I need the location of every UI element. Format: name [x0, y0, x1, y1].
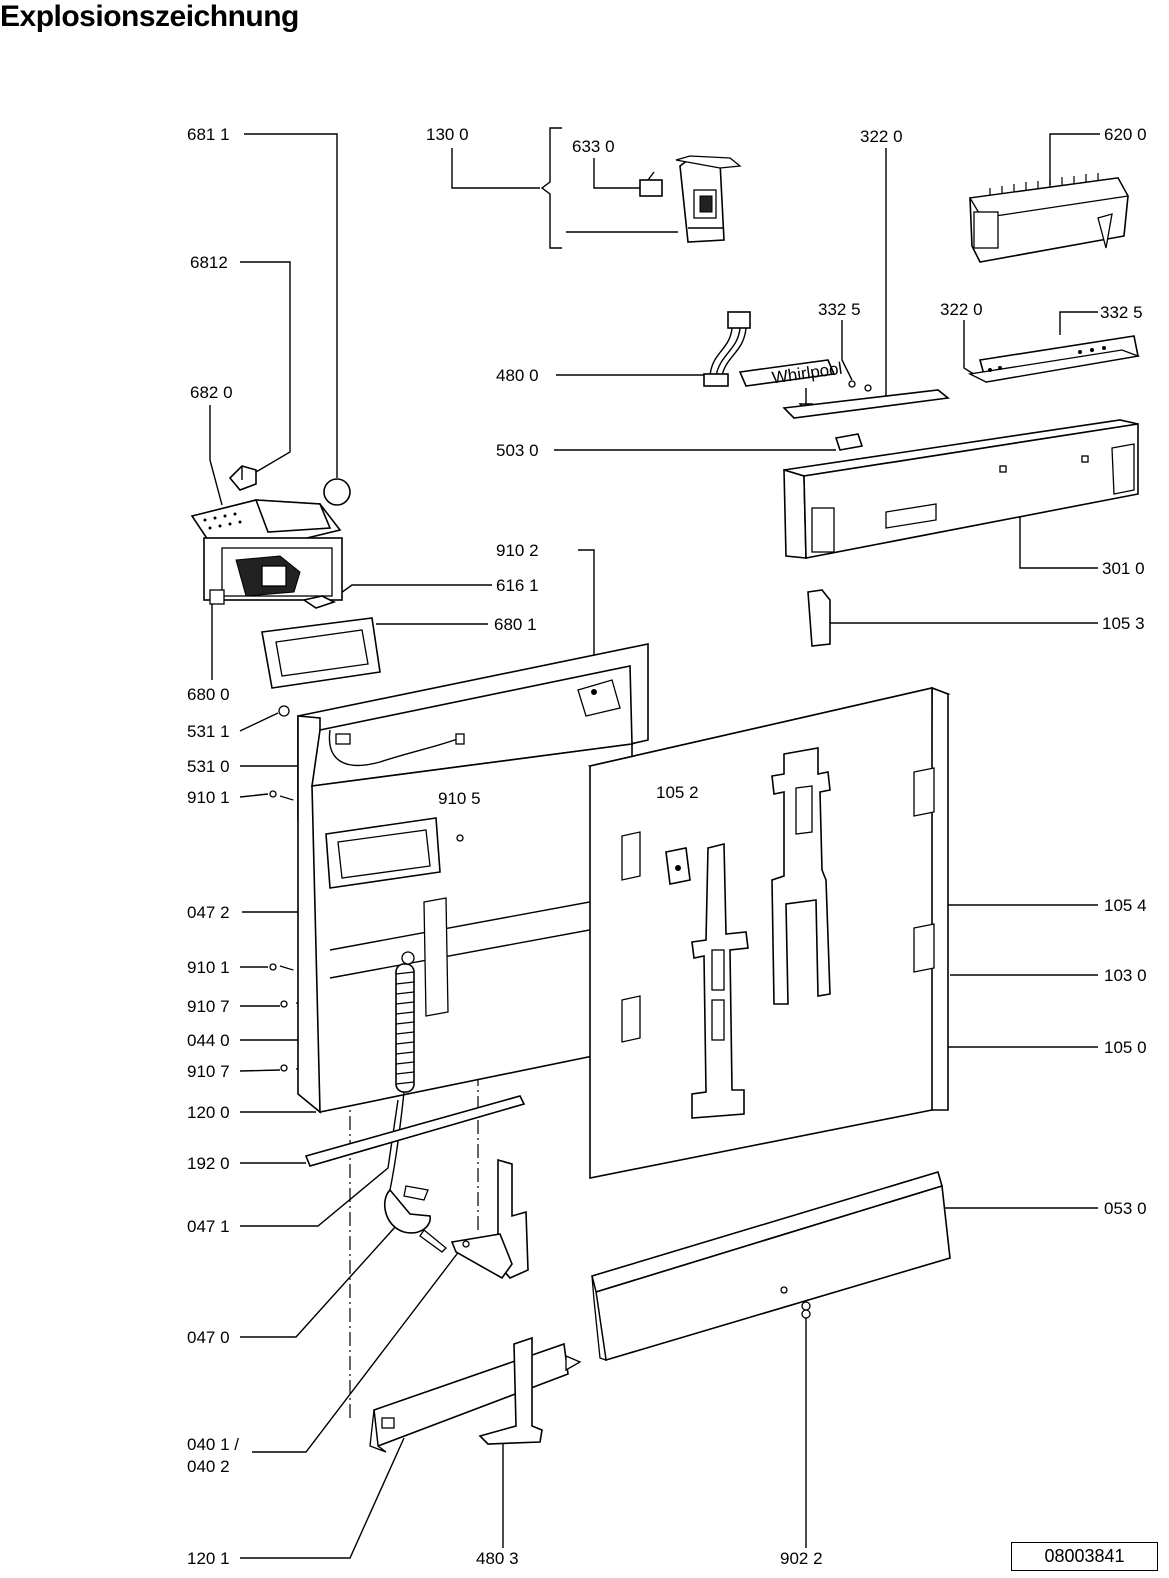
callout-910-7-b: 910 7: [187, 1062, 230, 1081]
knob-part: [323, 478, 351, 506]
detergent-dispenser: [190, 499, 343, 605]
callout-680-1: 680 1: [494, 615, 537, 634]
callout-322-0-top: 322 0: [860, 127, 903, 146]
cable-channel: [478, 1336, 543, 1445]
callout-910-2: 910 2: [496, 541, 539, 560]
bracket-503: [834, 433, 864, 451]
callout-047-1: 047 1: [187, 1217, 230, 1236]
page-title: Explosionszeichnung: [0, 0, 299, 33]
parts: Whirlpool: [190, 155, 1141, 1453]
callout-047-2: 047 2: [187, 903, 230, 922]
callout-503-0: 503 0: [496, 441, 539, 460]
control-panel: [783, 419, 1139, 559]
callout-620-0: 620 0: [1104, 125, 1147, 144]
callout-105-4: 105 4: [1104, 896, 1147, 915]
callout-680-0: 680 0: [187, 685, 230, 704]
callout-labels: 681 1 6812 682 0 680 0 130 0 633 0 322 0…: [187, 125, 1147, 1568]
callout-531-1: 531 1: [187, 722, 230, 741]
callout-192-0: 192 0: [187, 1154, 230, 1173]
callout-480-3: 480 3: [476, 1549, 519, 1568]
kick-plate: [591, 1171, 951, 1362]
rail-part: [304, 1095, 526, 1167]
callout-332-5: 332 5: [818, 300, 861, 319]
callout-6812: 6812: [190, 253, 228, 272]
latch-part: [301, 595, 337, 609]
decor-plate: [782, 389, 950, 419]
document-number: 08003841: [1011, 1542, 1158, 1571]
clip-part: [228, 465, 257, 491]
callout-103-0: 103 0: [1104, 966, 1147, 985]
hinge-arm: [450, 1158, 529, 1280]
wire-harness: [703, 311, 751, 387]
hinge-bracket: [807, 589, 831, 647]
callout-044-0: 044 0: [187, 1031, 230, 1050]
pulley-part: [383, 1185, 447, 1253]
callout-910-5: 910 5: [438, 789, 481, 808]
switch-housing: [675, 155, 742, 243]
callout-130-0: 130 0: [426, 125, 469, 144]
callout-480-0: 480 0: [496, 366, 539, 385]
callout-105-3: 105 3: [1102, 614, 1145, 633]
callout-332-5-right: 332 5: [1100, 303, 1143, 322]
microswitch: [639, 179, 663, 197]
electronic-module: [968, 173, 1130, 263]
callout-910-7-a: 910 7: [187, 997, 230, 1016]
callout-040-2: 040 2: [187, 1457, 230, 1476]
callout-047-0: 047 0: [187, 1328, 230, 1347]
brand-label: Whirlpool: [771, 359, 844, 388]
lower-strip: [369, 1342, 582, 1453]
callout-301-0: 301 0: [1102, 559, 1145, 578]
callout-531-0: 531 0: [187, 757, 230, 776]
callout-105-0: 105 0: [1104, 1038, 1147, 1057]
inner-door-frame: [297, 643, 649, 1114]
callout-682-0: 682 0: [190, 383, 233, 402]
callout-105-2: 105 2: [656, 783, 699, 802]
callout-616-1: 616 1: [496, 576, 539, 595]
callout-902-2: 902 2: [780, 1549, 823, 1568]
callout-633-0: 633 0: [572, 137, 615, 156]
callout-120-0: 120 0: [187, 1103, 230, 1122]
gasket-frame: [261, 617, 381, 689]
callout-040-1: 040 1 /: [187, 1435, 239, 1454]
callout-910-1-a: 910 1: [187, 788, 230, 807]
door-spring: [389, 951, 415, 1191]
callout-681-1: 681 1: [187, 125, 230, 144]
control-bracket: [967, 335, 1141, 383]
outer-door-panel: [587, 686, 951, 1179]
callout-322-0-right: 322 0: [940, 300, 983, 319]
callout-120-1: 120 1: [187, 1549, 230, 1568]
callout-053-0: 053 0: [1104, 1199, 1147, 1218]
callout-910-1-b: 910 1: [187, 958, 230, 977]
